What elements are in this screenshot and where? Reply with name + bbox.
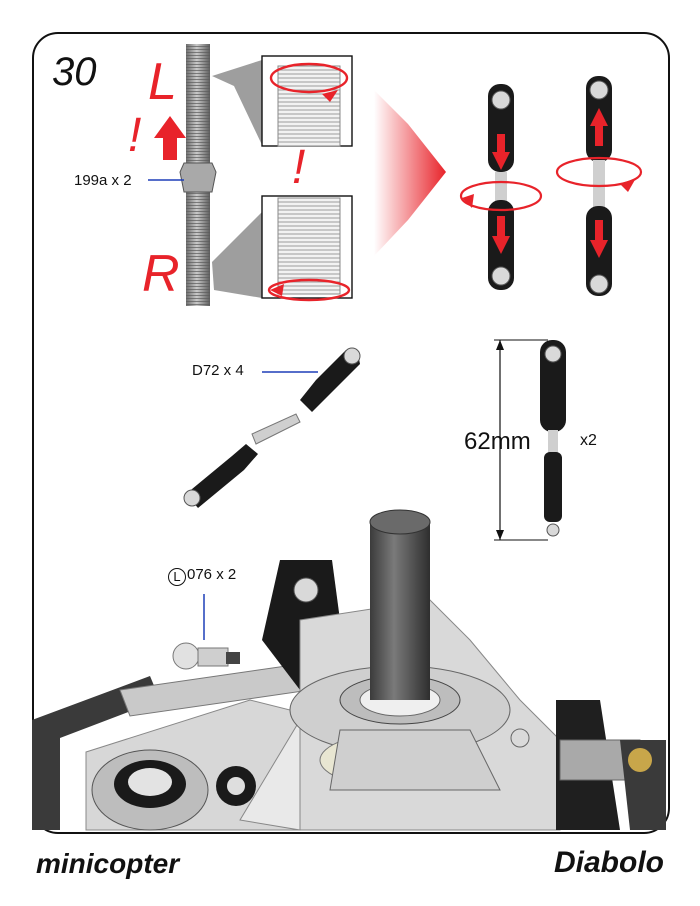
footer-model: Diabolo (554, 846, 664, 879)
thread-detail-left (261, 55, 353, 147)
ball-label-text: 076 x 2 (187, 566, 237, 583)
callout-wedge-bottom (212, 212, 262, 298)
callout-wedge-top (212, 60, 262, 145)
measurement-quantity: x2 (580, 432, 597, 449)
rotor-head-assembly (32, 509, 666, 831)
caution-marker-center: ! (292, 141, 306, 194)
footer-brand: minicopter (36, 848, 180, 879)
ball-label-symbol: L (168, 568, 186, 586)
step-number: 30 (52, 50, 97, 94)
measured-rod-end (494, 339, 566, 541)
measurement-length: 62mm (464, 428, 531, 455)
threaded-rod-199a (148, 44, 217, 306)
rod-end-assembly-b (555, 76, 643, 296)
ball-link-076 (172, 594, 240, 670)
rod-end-part-label: D72 x 4 (192, 362, 244, 379)
up-arrow-icon (154, 116, 186, 160)
rod-end-exploded (183, 347, 361, 508)
rod-end-assembly-a (459, 84, 543, 290)
left-thread-marker: L (148, 53, 177, 111)
direction-arrow-icon (374, 90, 446, 256)
rod-part-label: 199a x 2 (74, 172, 132, 189)
caution-marker-left: ! (128, 109, 142, 162)
right-thread-marker: R (142, 245, 180, 303)
thread-detail-right (261, 195, 353, 302)
